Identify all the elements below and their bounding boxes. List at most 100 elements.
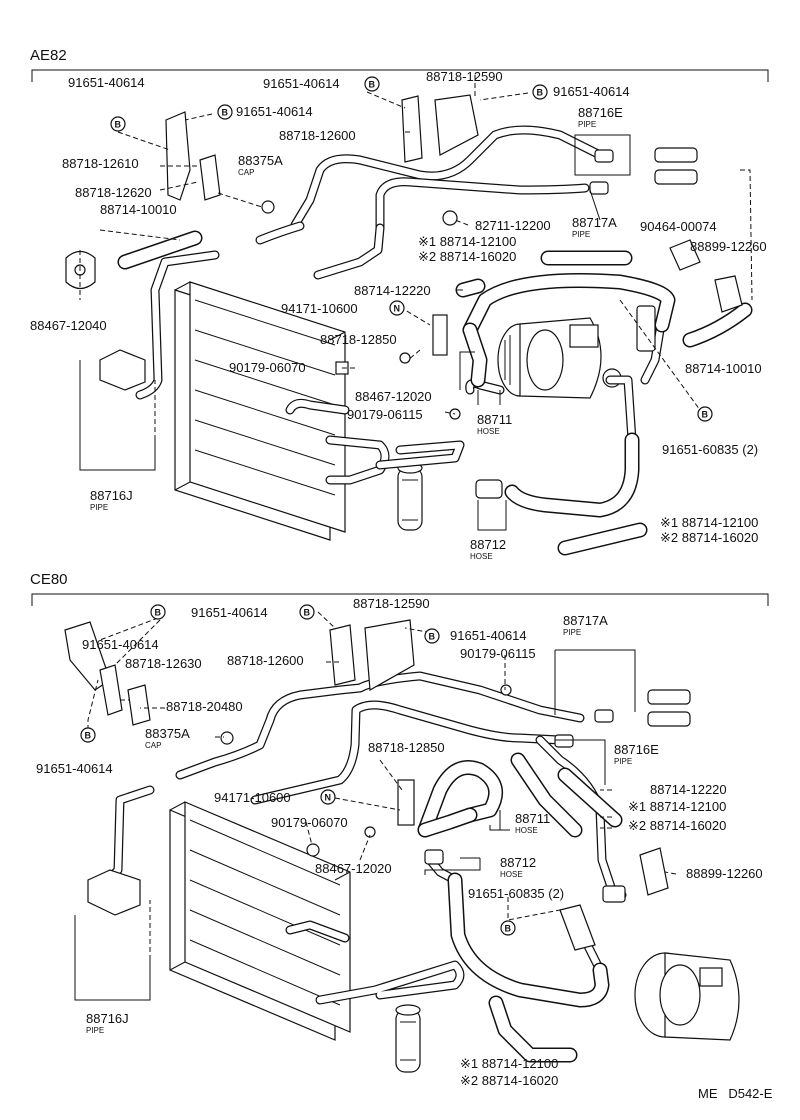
bolt-marker: B [217,104,233,120]
svg-text:B: B [85,731,92,741]
markers-ae82: B B B B B N [110,76,713,422]
part-sublabel: HOSE [500,870,523,879]
bolt-marker: B [697,406,713,422]
part-label: ※1 88714-12100 [628,799,726,814]
part-label: 91651-40614 [450,628,527,643]
compressor-ce80 [634,952,740,1041]
part-label: ※1 88714-12100 [418,234,516,249]
part-label: 88718-12620 [75,185,152,200]
part-label: 88718-20480 [166,699,243,714]
part-label: ※1 88714-12100 [660,515,758,530]
part-sublabel: PIPE [614,757,632,766]
part-label: 88716E [614,742,659,757]
part-label: ※2 88714-16020 [460,1073,558,1088]
receiver-dryer-ce80 [395,1004,421,1073]
footer-code: ME D542-E [698,1086,773,1101]
bolt-marker: B [364,76,380,92]
svg-text:B: B [505,924,512,934]
part-label: 91651-40614 [68,75,145,90]
svg-text:B: B [537,88,544,98]
part-label: 88716E [578,105,623,120]
svg-text:B: B [115,120,122,130]
part-label: 88899-12260 [690,239,767,254]
part-label: 88718-12610 [62,156,139,171]
bolt-marker: B [80,727,96,743]
part-sublabel: HOSE [477,427,500,436]
bolt-marker: B [150,604,166,620]
leaders-ae82 [79,75,753,531]
section-ae82: AE82 [30,47,769,561]
part-label: ※2 88714-16020 [628,818,726,833]
part-label: 88717A [563,613,608,628]
pipes-ae82 [135,125,665,485]
part-label: 88375A [238,153,283,168]
part-label: 88714-10010 [685,361,762,376]
part-sublabel: PIPE [563,628,581,637]
part-sublabel: CAP [238,168,254,177]
part-sublabel: HOSE [515,826,538,835]
part-label: 88714-12220 [354,283,431,298]
part-sublabel: PIPE [572,230,590,239]
small-parts-ae82 [65,94,743,499]
hoses-ce80 [417,752,623,1063]
labels-ae82: 91651-40614 91651-40614 88718-12610 8837… [30,69,767,561]
section-ce80: CE80 [30,571,769,1088]
hoses-ae82 [117,230,753,556]
part-label: 91651-40614 [263,76,340,91]
part-label: 90179-06070 [229,360,306,375]
part-label: 90179-06115 [347,407,423,422]
section-title-ce80: CE80 [30,571,68,588]
leaders-ce80 [74,611,677,1001]
part-label: 90179-06070 [271,815,348,830]
part-label: ※2 88714-16020 [660,530,758,545]
small-parts-ce80 [64,619,691,951]
part-label: 94171-10600 [214,790,291,805]
section-title-ae82: AE82 [30,47,67,64]
part-label: 91651-60835 (2) [468,886,564,901]
part-label: 82711-12200 [475,218,551,233]
bolt-marker: B [424,628,440,644]
part-label: 91651-40614 [236,104,313,119]
part-label: 94171-10600 [281,301,358,316]
part-label: 88718-12850 [368,740,445,755]
svg-text:B: B [429,632,436,642]
part-label: 88716J [86,1011,129,1026]
part-label: 91651-40614 [191,605,268,620]
part-label: 91651-60835 (2) [662,442,758,457]
part-label: 88714-10010 [100,202,177,217]
part-label: 91651-40614 [36,761,113,776]
part-label: 88716J [90,488,133,503]
svg-text:B: B [222,108,229,118]
bolt-marker: B [299,604,315,620]
part-label: 90179-06115 [460,646,536,661]
svg-text:N: N [394,304,401,314]
part-sublabel: HOSE [470,552,493,561]
condenser-ce80 [169,801,351,1041]
part-label: 88718-12630 [125,656,202,671]
nut-marker: N [389,300,405,316]
part-sublabel: PIPE [90,503,108,512]
part-label: 91651-40614 [82,637,159,652]
section-frame-ce80 [31,593,769,606]
nut-marker: N [320,789,336,805]
part-label: 91651-40614 [553,84,630,99]
part-label: 88467-12020 [355,389,432,404]
part-sublabel: PIPE [578,120,596,129]
part-sublabel: CAP [145,741,161,750]
svg-text:B: B [304,608,311,618]
part-label: 88467-12020 [315,861,392,876]
part-label: 88718-12590 [353,596,430,611]
receiver-dryer-ae82 [397,462,423,531]
compressor-ae82 [497,317,622,399]
part-label: 88712 [470,537,506,552]
part-label: 88718-12600 [227,653,304,668]
part-label: 88718-12590 [426,69,503,84]
condenser-ae82 [174,281,346,541]
part-label: 88717A [572,215,617,230]
svg-text:N: N [325,793,332,803]
labels-ce80: 91651-40614 91651-40614 88718-12630 8871… [36,596,763,1088]
bolt-marker: B [110,116,126,132]
part-label: 88714-12220 [650,782,727,797]
bolt-marker: B [532,84,548,100]
